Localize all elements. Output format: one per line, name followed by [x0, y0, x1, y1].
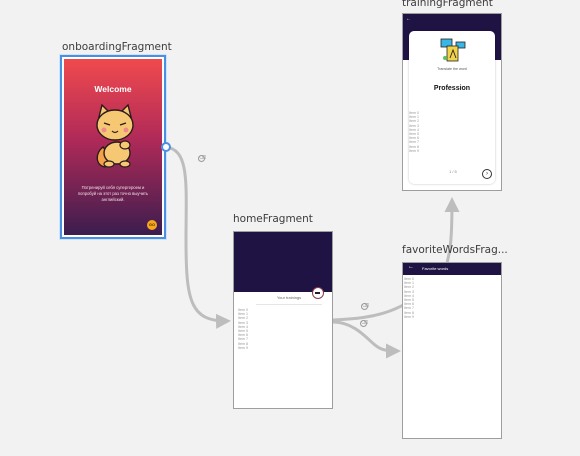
list-item: Item 9 [404, 314, 414, 319]
list-item: Item 3 [409, 123, 419, 128]
action-badge-onboarding-home[interactable]: ⌫ [198, 155, 207, 162]
favorite-title: Favorite words [422, 266, 449, 271]
list-item: Item 2 [238, 316, 248, 321]
list-item: Item 3 [404, 289, 414, 294]
list-item: Item 1 [404, 281, 414, 286]
onboarding-screen: Welcome Потренируй себя супергероем и по… [64, 59, 162, 235]
list-item: Item 3 [238, 320, 248, 325]
destination-label-home: homeFragment [233, 213, 313, 225]
list-item: Item 8 [404, 310, 414, 315]
training-next-icon: › [482, 169, 492, 179]
onboarding-title: Welcome [94, 84, 132, 94]
cat-superhero-illustration [96, 103, 134, 168]
destination-label-favorite: favoriteWordsFrag... [402, 244, 508, 256]
list-item: Item 0 [409, 111, 419, 115]
home-trainings-card: Your trainings [256, 292, 322, 305]
action-badge-home-training[interactable]: ⌫ [361, 303, 370, 310]
list-item: Item 4 [404, 293, 414, 298]
list-item: Item 9 [238, 345, 248, 350]
list-item: Item 7 [238, 337, 248, 342]
home-header [234, 232, 332, 292]
list-item: Item 2 [404, 285, 414, 290]
destination-onboarding[interactable]: Welcome Потренируй себя супергероем и по… [60, 55, 166, 239]
destination-label-training: trainingFragment [402, 0, 493, 9]
favorite-header: ← Favorite words [403, 263, 501, 275]
list-item: Item 0 [404, 277, 414, 281]
action-home-to-favorite[interactable] [332, 320, 401, 359]
list-item: Item 6 [404, 302, 414, 307]
destination-label-onboarding: onboardingFragment [62, 41, 172, 53]
training-hint: Translate the word [437, 67, 467, 71]
list-item: Item 0 [238, 308, 248, 312]
list-item: Item 4 [238, 324, 248, 329]
action-badge-home-favorite[interactable]: ⌫ [360, 320, 369, 327]
action-drag-handle[interactable] [161, 142, 171, 152]
onboarding-next-button: GO [147, 220, 157, 230]
training-back-icon: ← [406, 16, 411, 22]
list-item: Item 5 [409, 132, 419, 137]
list-item: Item 4 [409, 127, 419, 132]
action-onboarding-to-home[interactable] [165, 145, 231, 329]
list-item: Item 7 [409, 140, 419, 145]
onboarding-body-text: Потренируй себя супергероем и попробуй н… [77, 185, 149, 202]
list-item: Item 7 [404, 306, 414, 311]
list-item: Item 9 [409, 148, 419, 153]
list-item: Item 1 [238, 312, 248, 317]
favorite-back-icon: ← [408, 264, 414, 270]
list-item: Item 8 [238, 341, 248, 346]
list-item: Item 6 [238, 333, 248, 338]
list-item: Item 6 [409, 136, 419, 141]
list-item: Item 2 [409, 119, 419, 124]
list-item: Item 1 [409, 115, 419, 120]
training-progress: 1 / 5 [449, 169, 457, 174]
training-word: Profession [433, 85, 471, 92]
home-avatar [312, 287, 324, 299]
list-item: Item 5 [404, 298, 414, 303]
list-item: Item 8 [409, 144, 419, 149]
translate-illustration [440, 38, 466, 62]
list-item: Item 5 [238, 329, 248, 334]
